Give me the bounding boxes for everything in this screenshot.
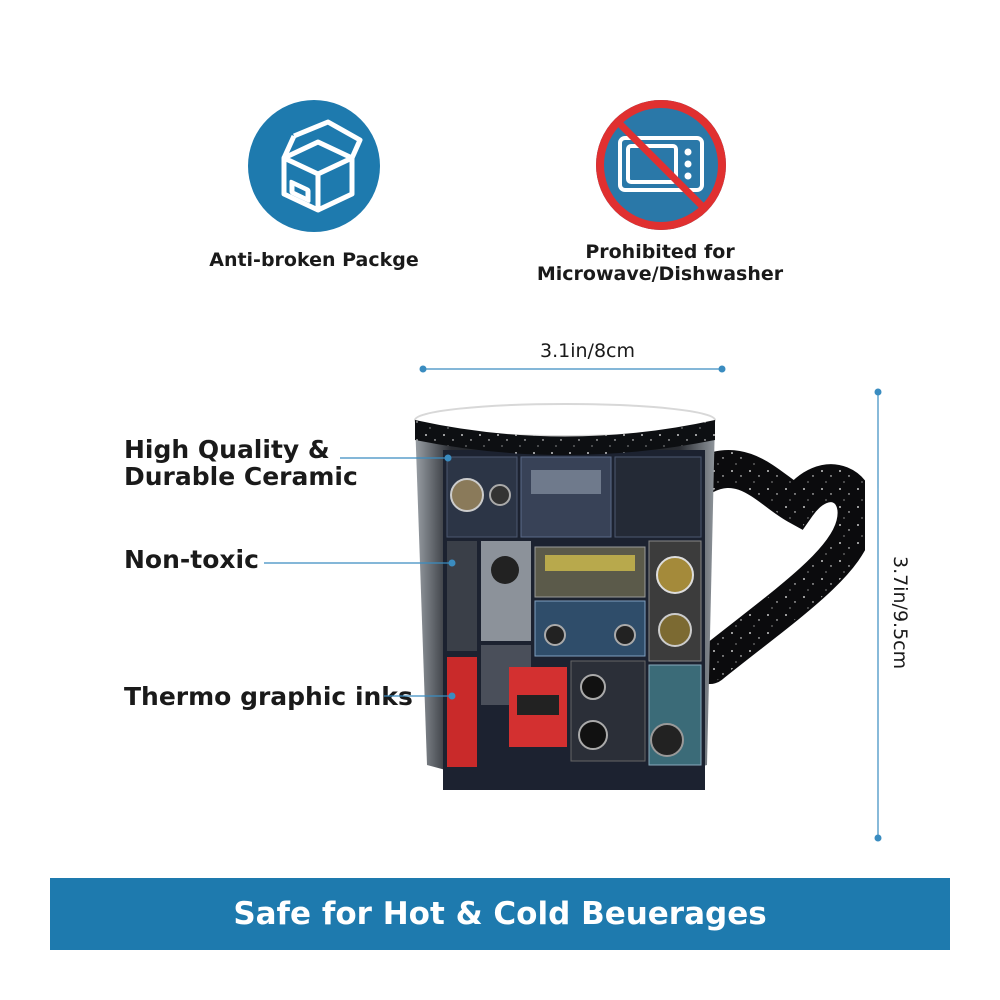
safe-banner: Safe for Hot & Cold Beuerages (50, 878, 950, 950)
feature-inks: Thermo graphic inks (124, 682, 413, 711)
callout-line-nontoxic (264, 559, 456, 567)
box-icon (281, 119, 363, 213)
no-microwave-icon (598, 102, 724, 228)
banner-text: Safe for Hot & Cold Beuerages (233, 896, 767, 932)
boombox-artwork (443, 450, 705, 790)
package-caption: Anti-broken Packge (209, 249, 419, 271)
width-dimension-line (419, 365, 726, 373)
callout-line-quality (340, 454, 452, 462)
feature-quality-line2: Durable Ceramic (124, 462, 358, 491)
microwave-caption-line1: Prohibited for (585, 241, 735, 263)
microwave-icon-circle (596, 100, 726, 230)
height-dimension-line (874, 388, 882, 842)
mug-image (414, 403, 865, 790)
height-dimension-label: 3.7in/9.5cm (889, 556, 911, 670)
package-icon-circle (248, 100, 380, 232)
callout-line-inks (384, 692, 456, 700)
microwave-caption-line2: Microwave/Dishwasher (536, 263, 784, 285)
feature-quality-line1: High Quality & (124, 435, 330, 464)
width-dimension-label: 3.1in/8cm (540, 340, 635, 362)
feature-nontoxic: Non-toxic (124, 545, 259, 574)
